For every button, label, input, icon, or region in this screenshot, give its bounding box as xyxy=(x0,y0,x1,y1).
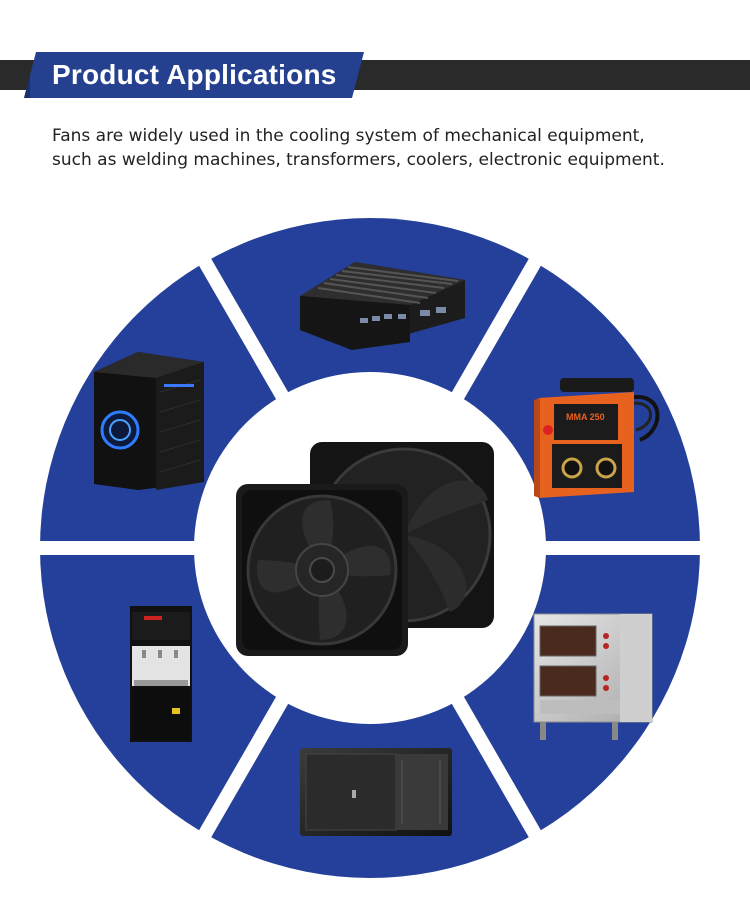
welder-display-text: MMA 250 xyxy=(566,412,605,422)
water-dispenser-icon xyxy=(130,606,192,742)
intro-text: Fans are widely used in the cooling syst… xyxy=(52,124,712,172)
page-title: Product Applications xyxy=(52,59,337,90)
header-tab xyxy=(24,52,364,98)
axial-fans-icon xyxy=(236,442,494,656)
intro-line-2: such as welding machines, transformers, … xyxy=(52,150,665,170)
electric-oven-icon xyxy=(533,613,653,740)
network-cabinet-icon xyxy=(300,748,452,836)
intro-line-1: Fans are widely used in the cooling syst… xyxy=(52,126,645,146)
welding-machine-icon: MMA 250 xyxy=(534,378,660,498)
mini-pc-icon xyxy=(300,262,465,350)
computer-case-icon xyxy=(94,352,204,490)
